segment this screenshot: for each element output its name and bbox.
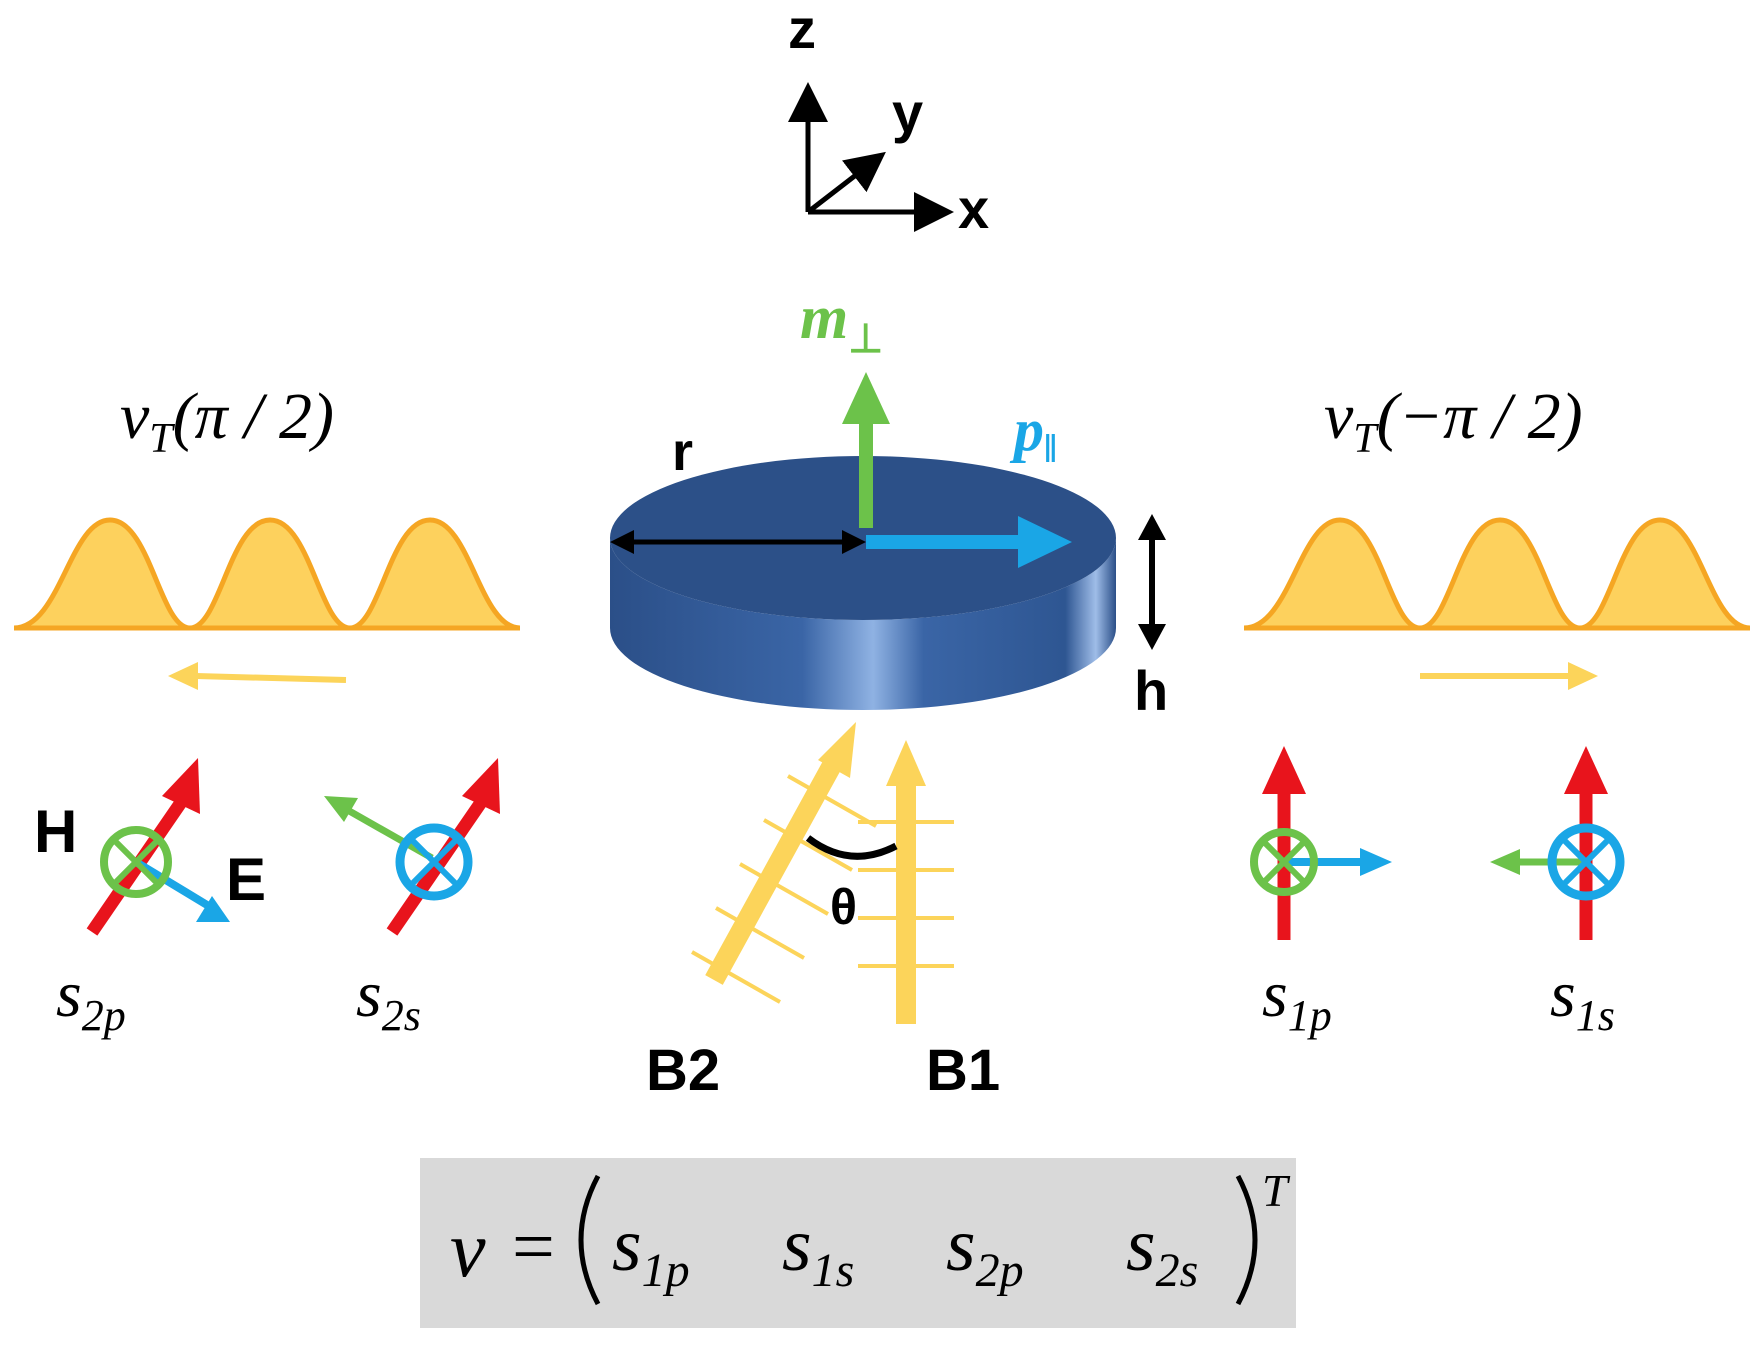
beam-b2 [691, 722, 877, 1004]
electric-dipole-arrow [866, 516, 1072, 568]
beam-b2-label: B2 [646, 1038, 720, 1103]
height-arrow [1138, 514, 1166, 650]
formula-transpose: T [1262, 1165, 1291, 1216]
y-axis [806, 151, 886, 214]
magnetic-dipole-arrow [842, 372, 890, 528]
coordinate-axes: z y x [788, 0, 989, 240]
state-s2s-fields [324, 758, 500, 936]
disk-side [610, 538, 1116, 710]
magnetic-field-label: H [34, 798, 77, 865]
state-s1p-fields [1250, 746, 1392, 940]
formula-term-s1s: s1s [782, 1203, 854, 1297]
z-axis-label: z [788, 0, 816, 60]
electric-dipole-label: p‖ [1009, 397, 1057, 471]
magnetic-circle-cross-icon [100, 826, 172, 898]
formula-right-paren [1235, 1174, 1258, 1306]
left-wave-profile [13, 517, 521, 631]
left-guided-wave [13, 517, 521, 690]
right-wave-profile [1243, 517, 1751, 631]
left-propagation-arrow [195, 673, 347, 683]
radius-label: r [672, 422, 693, 482]
formula-term-s2p: s2p [946, 1203, 1024, 1297]
formula-background [420, 1158, 1296, 1328]
state-s1s-label: s1s [1550, 958, 1615, 1040]
electric-circle-cross-icon [1547, 823, 1625, 901]
height-label: h [1134, 659, 1168, 722]
dielectric-disk [610, 456, 1116, 710]
state-s1s-fields [1490, 746, 1625, 940]
formula-equals: = [512, 1205, 555, 1289]
state-s2p-fields [86, 758, 230, 936]
radius-arrow [610, 530, 866, 554]
angle-label: θ [830, 879, 857, 935]
formula-lhs: v [450, 1206, 486, 1294]
right-mode-label: vT(−π / 2) [1324, 380, 1583, 462]
left-mode-label: vT(π / 2) [120, 380, 334, 462]
formula-term-s2s: s2s [1126, 1203, 1198, 1297]
state-s2s-label: s2s [356, 958, 421, 1040]
y-axis-label: y [892, 81, 923, 144]
formula-left-paren [578, 1174, 601, 1306]
beam-b1-label: B1 [926, 1038, 1000, 1103]
state-vector-formula: v = s1p s1s s2p s2s T [420, 1158, 1296, 1328]
beam-b1 [858, 740, 954, 1024]
angle-arc [805, 835, 898, 860]
right-guided-wave [1243, 517, 1751, 690]
electric-circle-cross-icon [395, 823, 473, 901]
magnetic-circle-cross-icon [1250, 828, 1318, 896]
disk-top [610, 456, 1116, 620]
magnetic-dipole-label: m⊥ [800, 284, 883, 361]
x-axis-label: x [958, 177, 989, 240]
electric-field-label: E [226, 846, 266, 913]
state-s2p-label: s2p [56, 958, 126, 1040]
state-s1p-label: s1p [1262, 958, 1332, 1040]
formula-term-s1p: s1p [612, 1203, 690, 1297]
